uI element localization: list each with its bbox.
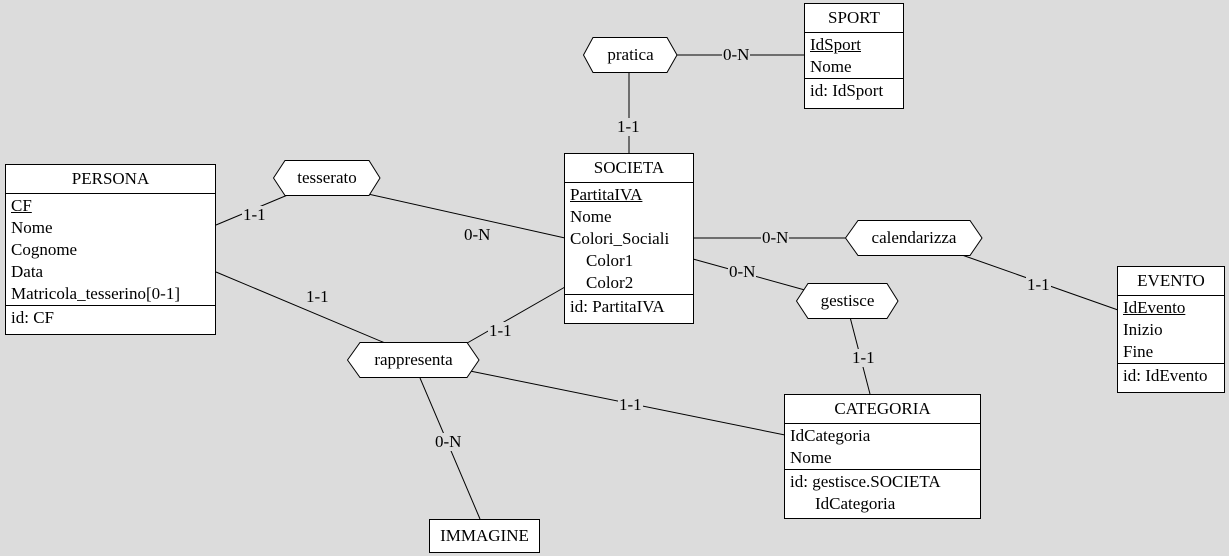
attribute: Inizio: [1123, 320, 1163, 339]
attribute-id: PartitaIVA: [570, 185, 643, 204]
hexagon-shape: [347, 342, 480, 378]
attribute: Nome: [570, 207, 612, 226]
identifier: id: IdSport: [810, 81, 884, 100]
attribute: Cognome: [11, 240, 78, 259]
cardinality-rappresenta-persona: 1-1: [305, 287, 330, 306]
identifier: id: CF: [11, 308, 54, 327]
attribute-id: IdSport: [810, 35, 861, 54]
cardinality-rappresenta-immagine: 0-N: [434, 432, 463, 451]
hexagon-shape: [845, 220, 983, 256]
identifier: id: PartitaIVA: [570, 297, 665, 316]
relationship-label: tesserato: [297, 168, 357, 187]
entity-categoria[interactable]: CATEGORIA IdCategoria Nome id: gestisce.…: [784, 394, 981, 519]
attribute: Data: [11, 262, 44, 281]
cardinality-rappresenta-societa: 1-1: [488, 321, 513, 340]
attribute: Nome: [11, 218, 53, 237]
attribute-id: CF: [11, 196, 32, 215]
entity-title: CATEGORIA: [785, 395, 980, 424]
attribute: IdCategoria: [790, 426, 871, 445]
relationship-rappresenta[interactable]: rappresenta: [347, 342, 480, 378]
identifier: IdCategoria: [815, 494, 896, 513]
cardinality-gestisce-societa: 0-N: [728, 262, 757, 281]
line-rappresenta-societa: [461, 286, 566, 347]
attribute: Matricola_tesserino[0-1]: [11, 284, 180, 303]
cardinality-tesserato-persona: 1-1: [242, 205, 267, 224]
cardinality-pratica-sport: 0-N: [722, 45, 751, 64]
attribute: Colori_Sociali: [570, 229, 670, 248]
attribute: Fine: [1123, 342, 1154, 361]
hexagon-shape: [583, 37, 678, 73]
cardinality-calendarizza-evento: 1-1: [1026, 275, 1051, 294]
entity-societa[interactable]: SOCIETA PartitaIVA Nome Colori_Sociali C…: [564, 153, 694, 324]
attribute: Nome: [810, 57, 852, 76]
cardinality-tesserato-societa: 0-N: [463, 225, 492, 244]
sub-attribute: Color1: [586, 251, 634, 270]
relationship-gestisce[interactable]: gestisce: [796, 283, 899, 319]
relationship-label: pratica: [607, 45, 654, 64]
entity-persona[interactable]: PERSONA CF Nome Cognome Data Matricola_t…: [5, 164, 216, 335]
relationship-calendarizza[interactable]: calendarizza: [845, 220, 983, 256]
relationship-tesserato[interactable]: tesserato: [273, 160, 381, 196]
identifier: id: IdEvento: [1123, 366, 1208, 385]
hexagon-shape: [273, 160, 381, 196]
entity-evento[interactable]: EVENTO IdEvento Inizio Fine id: IdEvento: [1117, 266, 1225, 393]
cardinality-gestisce-categoria: 1-1: [851, 348, 876, 367]
line-tesserato-societa: [367, 193, 566, 239]
cardinality-calendarizza-societa: 0-N: [761, 228, 790, 247]
entity-title: SOCIETA: [565, 154, 693, 183]
hexagon-shape: [796, 283, 899, 319]
entity-title: PERSONA: [6, 165, 215, 194]
cardinality-rappresenta-categoria: 1-1: [618, 395, 643, 414]
attribute: Nome: [790, 448, 832, 467]
entity-title: IMMAGINE: [440, 526, 529, 545]
identifier: id: gestisce.SOCIETA: [790, 472, 941, 491]
entity-sport[interactable]: SPORT IdSport Nome id: IdSport: [804, 3, 904, 109]
relationship-label: rappresenta: [374, 350, 453, 369]
relationship-label: calendarizza: [871, 228, 957, 247]
entity-immagine[interactable]: IMMAGINE: [429, 519, 540, 553]
relationship-label: gestisce: [820, 291, 875, 310]
relationship-pratica[interactable]: pratica: [583, 37, 678, 73]
sub-attribute: Color2: [586, 273, 634, 292]
entity-title: SPORT: [805, 4, 903, 33]
attribute-id: IdEvento: [1123, 298, 1186, 317]
cardinality-pratica-societa: 1-1: [616, 117, 641, 136]
line-rappresenta-persona: [215, 271, 386, 344]
entity-title: EVENTO: [1118, 267, 1224, 296]
